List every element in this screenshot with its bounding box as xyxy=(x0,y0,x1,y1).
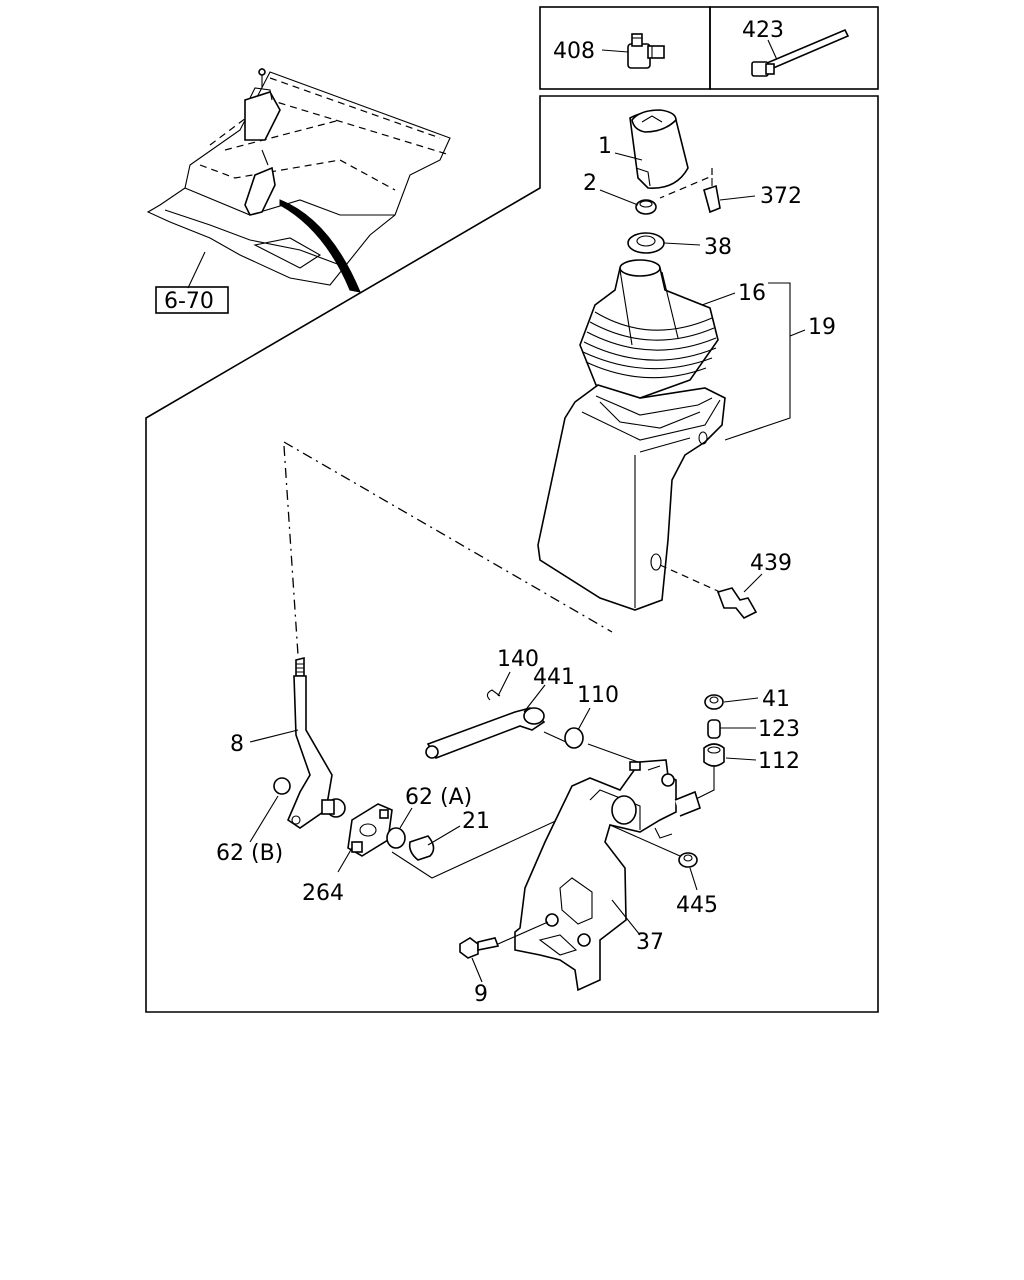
callout-264: 264 xyxy=(302,881,344,906)
nut-2 xyxy=(599,189,657,215)
callout-16: 16 xyxy=(738,281,766,306)
shift-lever xyxy=(249,656,346,843)
collar-123 xyxy=(707,719,756,739)
bolt-9 xyxy=(459,921,549,983)
callout-38: 38 xyxy=(704,235,732,260)
callout-372: 372 xyxy=(760,184,802,209)
callout-8: 8 xyxy=(230,732,244,757)
reference-box-6-70: 6-70 xyxy=(155,286,229,314)
switch-372 xyxy=(659,168,756,214)
callout-445: 445 xyxy=(676,893,718,918)
cable-tie-icon xyxy=(751,28,850,77)
nut-445 xyxy=(678,852,698,891)
callout-2: 2 xyxy=(583,171,597,196)
inset-box-408: 408 xyxy=(539,6,711,90)
callout-1: 1 xyxy=(598,134,612,159)
inset-box-423: 423 xyxy=(709,6,879,90)
callout-123: 123 xyxy=(758,717,800,742)
callout-112: 112 xyxy=(758,749,800,774)
link-rod xyxy=(425,671,639,763)
callout-41: 41 xyxy=(762,687,790,712)
callout-423: 423 xyxy=(742,18,784,43)
callout-21: 21 xyxy=(462,809,490,834)
console-cover xyxy=(537,282,806,611)
washer-38 xyxy=(627,232,701,254)
screw-439 xyxy=(659,564,763,620)
elbow-fitting-icon xyxy=(627,33,665,69)
shift-knob xyxy=(614,109,689,189)
callout-62a: 62 (A) xyxy=(405,785,472,810)
callout-110: 110 xyxy=(577,683,619,708)
callout-62b: 62 (B) xyxy=(216,841,283,866)
nut-41 xyxy=(704,694,759,710)
shift-boot xyxy=(579,259,736,399)
callout-9: 9 xyxy=(474,982,488,1007)
vehicle-floor-overview xyxy=(146,68,451,293)
pivot-plate xyxy=(337,794,613,879)
callout-37: 37 xyxy=(636,930,664,955)
main-frame xyxy=(145,95,879,1013)
reference-label: 6-70 xyxy=(164,289,214,314)
bushing-112 xyxy=(689,743,757,803)
callout-408: 408 xyxy=(553,39,595,64)
callout-140: 140 xyxy=(497,647,539,672)
callout-labels: 1 2 372 38 16 19 439 140 441 110 41 123 … xyxy=(216,134,836,1007)
callout-19: 19 xyxy=(808,315,836,340)
mounting-bracket xyxy=(514,759,701,992)
callout-439: 439 xyxy=(750,551,792,576)
callout-441: 441 xyxy=(533,665,575,690)
